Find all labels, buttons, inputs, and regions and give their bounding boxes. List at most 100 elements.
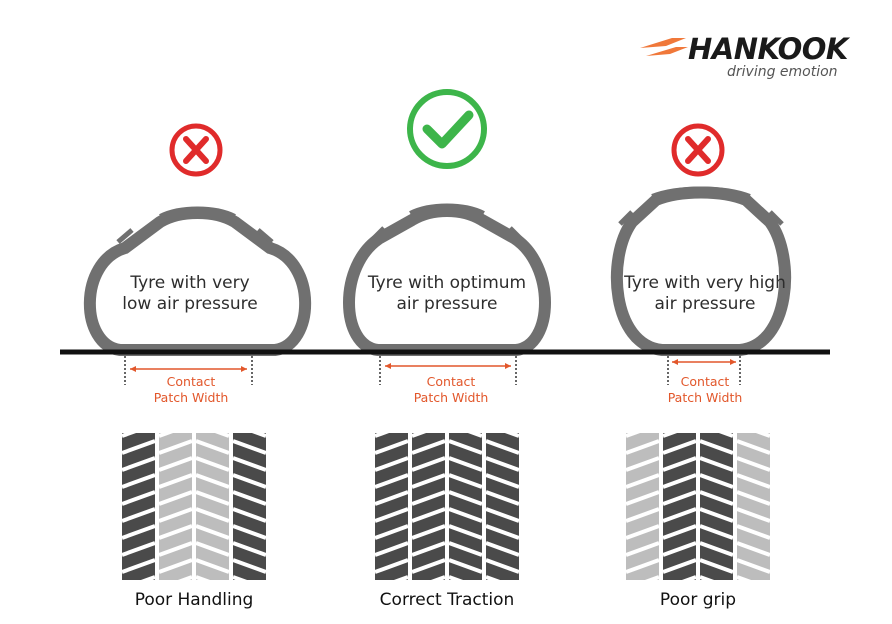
- tread-pattern-low: [122, 433, 266, 580]
- tread-groove: [736, 490, 770, 506]
- tread-groove: [626, 473, 660, 489]
- tread-groove: [736, 575, 752, 580]
- tyre-label-line: Tyre with optimum: [367, 273, 527, 293]
- tread-groove: [375, 456, 409, 472]
- tread-groove: [485, 439, 519, 455]
- tread-groove: [411, 473, 446, 489]
- contact-patch-marker: [124, 356, 253, 385]
- tread-groove: [626, 433, 641, 438]
- tread-groove: [232, 473, 266, 489]
- tread-rib: [737, 433, 770, 580]
- tread-groove: [195, 575, 211, 580]
- tread-groove: [699, 490, 734, 506]
- tread-groove: [232, 524, 266, 540]
- tread-groove: [195, 524, 230, 540]
- tread-rib: [449, 433, 482, 580]
- tread-rib: [663, 433, 696, 580]
- cross-icon: [169, 123, 223, 177]
- tread-groove: [662, 433, 678, 438]
- tread-groove: [448, 473, 483, 489]
- tread-groove: [485, 473, 519, 489]
- tread-groove: [411, 541, 446, 557]
- tread-groove: [699, 575, 715, 580]
- tread-groove: [699, 456, 734, 472]
- tread-groove: [375, 507, 409, 523]
- tread-groove: [448, 558, 483, 574]
- tread-groove: [375, 473, 409, 489]
- tread-groove: [485, 558, 519, 574]
- tyre-label-optimum: Tyre with optimum air pressure: [352, 273, 542, 315]
- tread-groove: [662, 507, 697, 523]
- contact-label-line: Patch Width: [667, 390, 743, 405]
- contact-label-line: Patch Width: [413, 390, 489, 405]
- tread-groove: [626, 456, 660, 472]
- tread-groove: [232, 456, 266, 472]
- tread-groove: [158, 524, 193, 540]
- tread-groove: [393, 575, 409, 580]
- tread-pattern-optimum: [375, 433, 519, 580]
- tread-groove: [195, 507, 230, 523]
- tread-groove: [736, 507, 770, 523]
- tread-groove: [158, 558, 193, 574]
- tyre-high-pressure: [610, 186, 792, 356]
- tread-groove: [177, 575, 193, 580]
- tread-groove: [626, 507, 660, 523]
- tread-rib: [626, 433, 659, 580]
- tread-rib: [159, 433, 192, 580]
- tread-groove: [755, 433, 770, 438]
- tread-groove: [411, 507, 446, 523]
- tread-groove: [158, 541, 193, 557]
- tread-groove: [195, 541, 230, 557]
- tread-groove: [448, 575, 464, 580]
- tread-groove: [195, 439, 230, 455]
- tread-groove: [448, 507, 483, 523]
- tyre-label-line: Tyre with very high: [624, 273, 786, 293]
- tread-groove: [626, 490, 660, 506]
- tread-groove: [430, 575, 446, 580]
- tread-groove: [626, 524, 660, 540]
- contact-patch-marker: [667, 356, 741, 385]
- tread-groove: [699, 558, 734, 574]
- tread-groove: [158, 473, 193, 489]
- tread-groove: [158, 439, 193, 455]
- tread-groove: [375, 541, 409, 557]
- tread-groove: [681, 575, 697, 580]
- tread-groove: [195, 473, 230, 489]
- tread-groove: [195, 558, 230, 574]
- tread-groove: [158, 507, 193, 523]
- tread-groove: [662, 473, 697, 489]
- tyre-label-low: Tyre with very low air pressure: [95, 273, 285, 315]
- tread-groove: [736, 558, 770, 574]
- tread-groove: [375, 558, 409, 574]
- tread-groove: [232, 507, 266, 523]
- result-label-low: Poor Handling: [134, 590, 254, 610]
- tread-groove: [644, 575, 660, 580]
- tread-groove: [448, 541, 483, 557]
- tread-groove: [411, 490, 446, 506]
- tyre-label-high: Tyre with very high air pressure: [610, 273, 800, 315]
- tread-groove: [411, 456, 446, 472]
- result-label-optimum: Correct Traction: [379, 590, 515, 610]
- tread-groove: [662, 558, 697, 574]
- brand-logo: HANKOOK: [688, 32, 848, 66]
- tread-groove: [736, 541, 770, 557]
- tyre-label-line: air pressure: [396, 294, 498, 314]
- tread-groove: [411, 524, 446, 540]
- tread-pattern-high: [626, 433, 770, 580]
- tread-groove: [158, 456, 193, 472]
- contact-label-optimum: Contact Patch Width: [391, 374, 511, 406]
- tread-groove: [736, 473, 770, 489]
- tread-groove: [699, 439, 734, 455]
- tread-groove: [140, 575, 156, 580]
- tread-groove: [662, 456, 697, 472]
- tread-groove: [467, 433, 483, 438]
- tyre-optimum-pressure: [343, 203, 551, 356]
- tread-groove: [375, 433, 390, 438]
- tread-groove: [448, 439, 483, 455]
- tread-rib: [375, 433, 408, 580]
- contact-label-low: Contact Patch Width: [131, 374, 251, 406]
- tread-groove: [232, 490, 266, 506]
- contact-label-line: Contact: [166, 374, 216, 389]
- tread-groove: [375, 490, 409, 506]
